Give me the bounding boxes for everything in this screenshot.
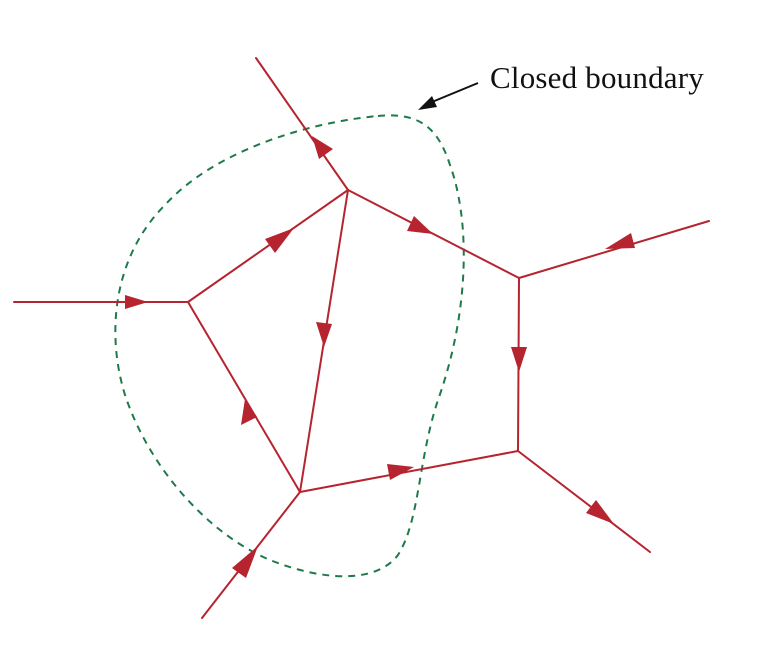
arrowheads bbox=[125, 136, 635, 578]
branch-bottom-to-left bbox=[187, 301, 301, 493]
arrowhead-right-external bbox=[605, 233, 635, 249]
arrowhead-top-to-right-upper bbox=[407, 216, 433, 234]
boundary-pointer bbox=[418, 82, 479, 110]
pointer-arrowhead bbox=[418, 96, 437, 110]
branch-right-external bbox=[518, 220, 710, 279]
arrowhead-left-external bbox=[125, 295, 148, 309]
branches bbox=[13, 57, 710, 619]
pointer-line bbox=[431, 82, 479, 103]
arrowhead-bottom-to-left bbox=[241, 399, 257, 425]
arrowhead-top-to-bottom bbox=[316, 322, 332, 347]
arrowhead-left-to-top bbox=[265, 228, 294, 253]
branch-bottom-to-right-lower bbox=[299, 450, 519, 493]
arrowhead-top-external bbox=[312, 136, 333, 159]
branch-left-to-top bbox=[187, 189, 349, 303]
branch-top-to-right-upper bbox=[347, 189, 520, 279]
arrowhead-bottom-external bbox=[232, 546, 258, 578]
branch-bottom-right-external bbox=[517, 450, 651, 553]
branch-top-external bbox=[255, 57, 349, 191]
arrowhead-bottom-to-right-lower bbox=[387, 464, 414, 480]
closed-boundary bbox=[114, 114, 465, 578]
closed-boundary-label: Closed boundary bbox=[490, 60, 704, 95]
arrowhead-bottom-right-external bbox=[586, 500, 614, 524]
arrowhead-right-vertical bbox=[511, 347, 527, 372]
